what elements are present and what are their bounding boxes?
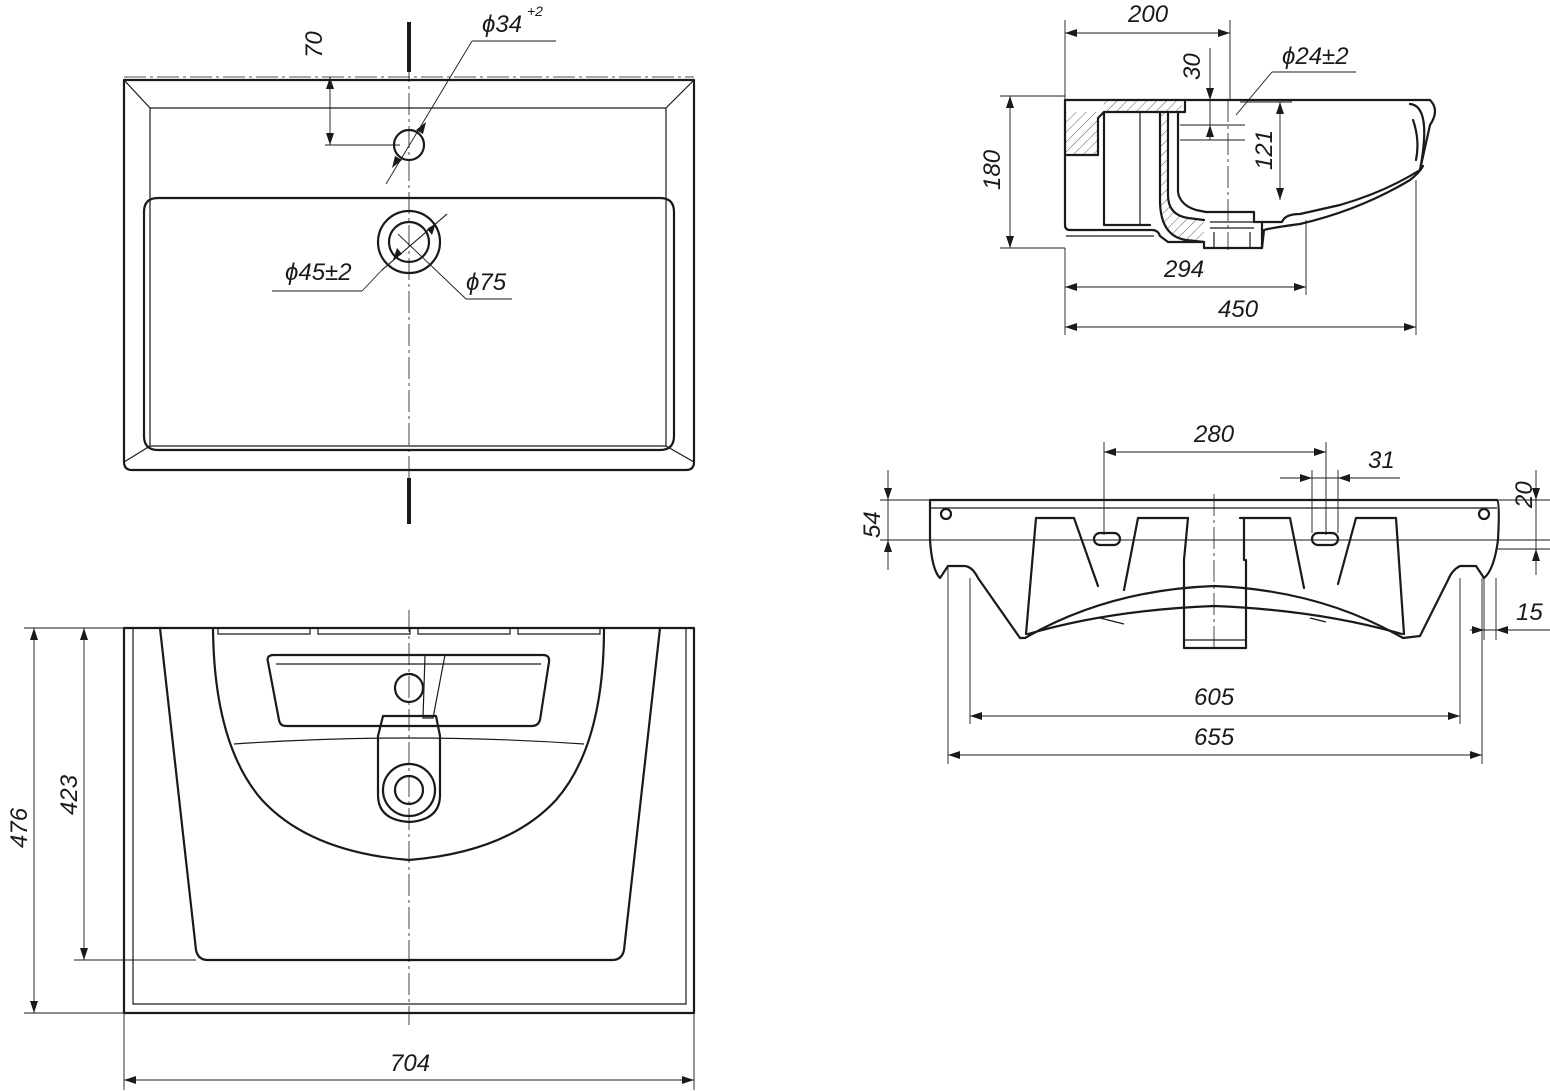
dim-height: 180 bbox=[979, 149, 1006, 190]
dim-tap-hole-tolerance: +2 bbox=[527, 3, 543, 19]
top-view-rim-inner bbox=[149, 107, 667, 447]
side-section: 180 200 30 ϕ24±2 121 294 450 bbox=[979, 1, 1437, 335]
dim-wall: 30 bbox=[1179, 53, 1206, 80]
drain-outer bbox=[376, 209, 442, 275]
mount-slot-right bbox=[1310, 531, 1340, 547]
dim-base: 294 bbox=[1163, 256, 1204, 283]
dim-inner-width: 605 bbox=[1194, 684, 1235, 711]
dim-drain-outer: ϕ75 bbox=[466, 269, 507, 296]
dim-drain-inner: ϕ45±2 bbox=[285, 259, 352, 286]
back-view-outline bbox=[928, 498, 1500, 640]
dim-overflow: ϕ24±2 bbox=[1282, 43, 1349, 70]
bottom-view: 476 423 704 bbox=[6, 610, 696, 1090]
dim-depth-inner: 423 bbox=[56, 774, 83, 815]
dim-mount-spacing: 280 bbox=[1193, 421, 1235, 448]
side-section-bowl bbox=[1158, 110, 1206, 244]
dim-slot: 31 bbox=[1368, 447, 1395, 474]
dim-hole-offset: 20 bbox=[1511, 481, 1538, 509]
dim-overflow-height: 121 bbox=[1251, 130, 1278, 170]
top-view-bowl bbox=[142, 196, 676, 452]
side-section-body bbox=[1063, 153, 1206, 244]
bottom-view-bowl bbox=[211, 626, 606, 862]
dim-outer-width: 655 bbox=[1194, 724, 1235, 751]
dim-depth-total: 476 bbox=[6, 807, 33, 848]
dim-tap-offset: 70 bbox=[301, 31, 328, 58]
top-view: 70 ϕ34 +2 ϕ45±2 ϕ75 bbox=[122, 3, 696, 524]
dim-depth: 450 bbox=[1218, 296, 1259, 323]
top-view-outline bbox=[122, 78, 696, 472]
dim-mount-height: 54 bbox=[859, 511, 886, 538]
mount-slot-left bbox=[1092, 531, 1122, 547]
dim-width: 704 bbox=[390, 1050, 430, 1077]
side-section-wall bbox=[1063, 98, 1187, 157]
bottom-view-body bbox=[158, 626, 662, 962]
dim-top: 200 bbox=[1127, 1, 1169, 28]
drain-inner bbox=[387, 220, 431, 264]
dim-edge: 15 bbox=[1516, 599, 1543, 626]
side-section-front bbox=[1183, 98, 1437, 224]
dim-tap-hole: ϕ34 bbox=[482, 11, 522, 38]
overflow-channel bbox=[266, 653, 551, 728]
back-view: 280 31 54 20 15 605 655 bbox=[859, 421, 1550, 764]
